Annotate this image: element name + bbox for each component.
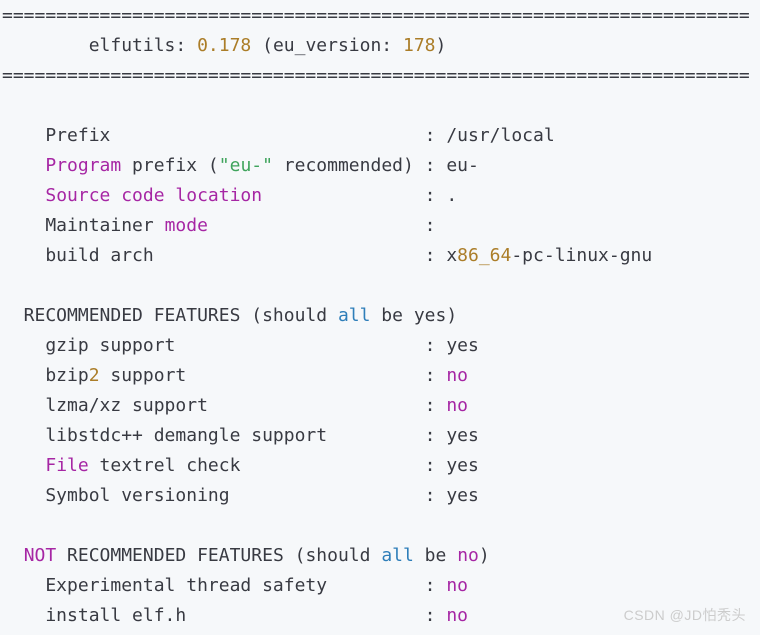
code-token: textrel check : yes: [88, 455, 479, 476]
code-line: Source code location : .: [2, 181, 760, 211]
code-line: File textrel check : yes: [2, 451, 760, 481]
code-line: ========================================…: [2, 61, 760, 91]
code-token: recommended) : eu-: [272, 155, 479, 176]
code-token: be: [413, 545, 458, 566]
code-token: support :: [99, 365, 447, 386]
code-line: [2, 271, 760, 301]
code-token: : .: [262, 185, 458, 206]
code-line: gzip support : yes: [2, 331, 760, 361]
code-token: [2, 545, 24, 566]
csdn-watermark: CSDN @JD怕秃头: [623, 607, 746, 623]
code-token: NOT: [23, 545, 57, 566]
code-line: [2, 91, 760, 121]
code-token: :: [207, 215, 436, 236]
code-token: (eu_version:: [251, 35, 403, 56]
code-token: Experimental thread safety :: [2, 575, 447, 596]
code-line: libstdc++ demangle support : yes: [2, 421, 760, 451]
code-token: no: [446, 605, 469, 626]
code-token: mode: [164, 215, 208, 236]
code-token: [2, 155, 45, 176]
code-token: RECOMMENDED FEATURES (should: [56, 545, 382, 566]
code-token: all: [337, 305, 371, 326]
code-token: lzma/xz support :: [2, 395, 447, 416]
code-line: bzip2 support : no: [2, 361, 760, 391]
code-token: Program: [45, 155, 122, 176]
code-token: bzip: [2, 365, 89, 386]
code-line: Maintainer mode :: [2, 211, 760, 241]
code-token: RECOMMENDED FEATURES (should: [2, 305, 338, 326]
code-token: Symbol versioning : yes: [2, 485, 479, 506]
code-token: 178: [402, 35, 436, 56]
code-token: [2, 455, 45, 476]
code-token: no: [446, 575, 469, 596]
code-token: prefix (: [121, 155, 219, 176]
code-token: 0.178: [197, 35, 252, 56]
code-token: -pc-linux-gnu: [511, 245, 653, 266]
code-token: build arch : x: [2, 245, 458, 266]
code-token: ========================================…: [2, 5, 750, 26]
code-line: Prefix : /usr/local: [2, 121, 760, 151]
code-line: RECOMMENDED FEATURES (should all be yes): [2, 301, 760, 331]
code-token: all: [381, 545, 414, 566]
code-line: lzma/xz support : no: [2, 391, 760, 421]
code-token: File: [45, 455, 89, 476]
code-token: ): [478, 545, 490, 566]
code-line: build arch : x86_64-pc-linux-gnu: [2, 241, 760, 271]
code-line: Symbol versioning : yes: [2, 481, 760, 511]
code-line: NOT RECOMMENDED FEATURES (should all be …: [2, 541, 760, 571]
code-line: Program prefix ("eu-" recommended) : eu-: [2, 151, 760, 181]
code-line: [2, 511, 760, 541]
code-token: gzip support : yes: [2, 335, 479, 356]
code-token: [2, 185, 45, 206]
code-token: be yes): [370, 305, 458, 326]
code-token: Source code location: [45, 185, 263, 206]
code-token: 86_64: [457, 245, 512, 266]
code-line: Experimental thread safety : no: [2, 571, 760, 601]
code-token: elfutils:: [2, 35, 198, 56]
code-token: no: [446, 395, 469, 416]
code-token: libstdc++ demangle support : yes: [2, 425, 479, 446]
code-token: ========================================…: [2, 65, 750, 86]
code-token: ): [435, 35, 447, 56]
code-token: install elf.h :: [2, 605, 447, 626]
code-line: ========================================…: [2, 1, 760, 31]
code-token: no: [446, 365, 469, 386]
code-token: 2: [88, 365, 100, 386]
code-line: install elf.h : no: [2, 601, 760, 631]
code-token: Prefix : /usr/local: [2, 125, 555, 146]
code-token: "eu-": [218, 155, 273, 176]
code-token: no: [457, 545, 479, 566]
code-line: elfutils: 0.178 (eu_version: 178): [2, 31, 760, 61]
code-token: Maintainer: [2, 215, 165, 236]
